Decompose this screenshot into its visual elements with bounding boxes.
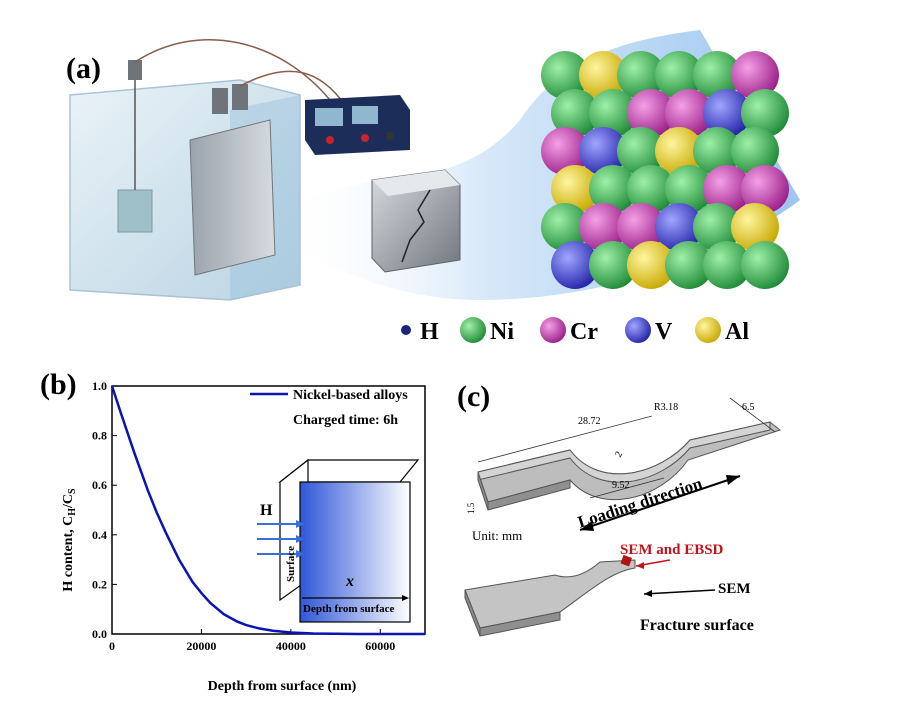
y-tick-label: 1.0	[92, 379, 107, 393]
legend-v-label: V	[655, 319, 673, 345]
legend-cr-icon	[540, 317, 566, 343]
dim-width: 6.5	[742, 402, 755, 413]
dim-gauge: 9.52	[612, 480, 630, 491]
atom-legend: H Ni Cr V Al	[398, 308, 828, 352]
y-tick-label: 0.8	[92, 429, 107, 443]
legend-al-icon	[695, 317, 721, 343]
inset-x-label: x	[345, 573, 354, 590]
diffusion-inset: H Surface x Depth from surface	[257, 460, 418, 622]
inset-surface-label: Surface	[285, 546, 297, 582]
inset-h-label: H	[260, 502, 273, 519]
legend-h-icon	[401, 325, 411, 335]
fracture-surface-label: Fracture surface	[640, 617, 754, 634]
dim-neck: 2	[613, 450, 625, 460]
y-tick-label: 0.2	[92, 577, 107, 591]
legend-al-label: Al	[725, 319, 749, 345]
legend-ni-label: Ni	[490, 319, 514, 345]
x-tick-label: 0	[109, 639, 115, 653]
lattice-atom	[741, 241, 789, 289]
dim-thickness: 1.5	[466, 502, 476, 514]
y-tick-label: 0.4	[92, 528, 107, 542]
chart-annotation: Charged time: 6h	[293, 413, 398, 428]
y-tick-label: 0.0	[92, 627, 107, 641]
h-content-chart: 0.0 0.2 0.4 0.6 0.8 1.0 0 20000 40000 60000 Nicke…	[20, 372, 480, 697]
x-tick-label: 60000	[365, 639, 395, 653]
sem-ebsd-label: SEM and EBSD	[620, 542, 724, 558]
legend-h-label: H	[420, 319, 439, 345]
legend-v-icon	[625, 317, 651, 343]
sem-label: SEM	[718, 581, 751, 597]
legend-series-label: Nickel-based alloys	[293, 388, 408, 403]
x-tick-label: 20000	[186, 639, 216, 653]
inset-depth-label: Depth from surface	[303, 603, 395, 615]
legend-ni-icon	[460, 317, 486, 343]
fractured-specimen	[465, 560, 635, 636]
legend-cr-label: Cr	[570, 319, 598, 345]
unit-label: Unit: mm	[472, 528, 522, 543]
y-axis-label: H content, CH/CS	[61, 488, 78, 592]
x-axis-label: Depth from surface (nm)	[208, 679, 357, 694]
specimen-diagram: 28.72 R3.18 6.5 2 9.52 1.5 Unit: mm Load…	[460, 380, 890, 670]
dim-length: 28.72	[578, 416, 601, 427]
dim-radius: R3.18	[654, 402, 678, 413]
x-tick-label: 40000	[276, 639, 306, 653]
panel-a-illustration	[0, 0, 906, 350]
y-tick-label: 0.6	[92, 478, 107, 492]
